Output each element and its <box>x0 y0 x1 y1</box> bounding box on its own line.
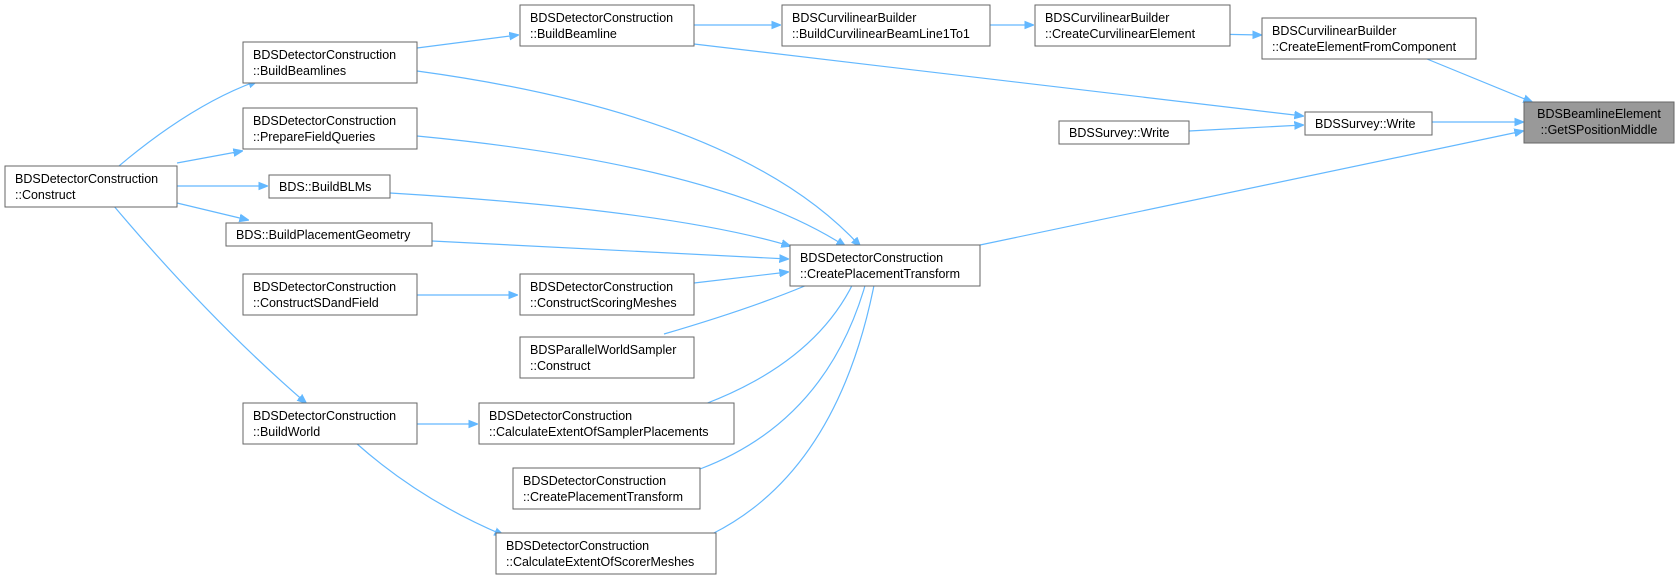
edge-createPlacementTransform-to-focus <box>979 131 1523 246</box>
edge-createElementFromComponent-to-focus <box>1426 58 1532 102</box>
edge-construct-to-prepareFieldQueries <box>176 151 242 164</box>
edge-buildBeamlines-to-createPlacementTransform <box>416 70 860 246</box>
node-buildBeamlines-line2: ::BuildBeamlines <box>253 64 346 78</box>
edge-buildBLMs-to-createPlacementTransform <box>389 192 790 246</box>
node-parallelWorldSamplerConstruct-line1: BDSParallelWorldSampler <box>530 343 676 357</box>
node-calculateExtentOfSamplerPlacements-line2: ::CalculateExtentOfSamplerPlacements <box>489 425 709 439</box>
node-buildPlacementGeometry[interactable]: BDS::BuildPlacementGeometry <box>225 222 433 247</box>
edge-buildBeamlines-to-buildBeamline <box>416 35 518 49</box>
node-construct-line1: BDSDetectorConstruction <box>15 172 158 186</box>
node-buildCurvilinearBeamLine1To1-line1: BDSCurvilinearBuilder <box>792 11 916 25</box>
node-buildWorld[interactable]: BDSDetectorConstruction ::BuildWorld <box>242 402 418 445</box>
node-prepareFieldQueries-line1: BDSDetectorConstruction <box>253 114 396 128</box>
node-buildBeamlines-line1: BDSDetectorConstruction <box>253 48 396 62</box>
edge-calculateExtentOfSamplerPlacements-to-createPlacementTransform <box>704 275 857 405</box>
node-surveyWrite-other[interactable]: BDSSurvey::Write <box>1058 120 1190 145</box>
node-createElementFromComponent[interactable]: BDSCurvilinearBuilder ::CreateElementFro… <box>1261 17 1477 60</box>
edge-buildBeamline-to-surveyWrite <box>693 43 1303 116</box>
node-calculateExtentOfScorerMeshes-line1: BDSDetectorConstruction <box>506 539 649 553</box>
node-buildBeamline[interactable]: BDSDetectorConstruction ::BuildBeamline <box>519 4 695 47</box>
edge-createPlacementTransformSelf-to-createPlacementTransform <box>699 275 868 470</box>
node-buildBeamline-line2: ::BuildBeamline <box>530 27 617 41</box>
node-buildBLMs[interactable]: BDS::BuildBLMs <box>268 174 391 199</box>
node-constructScoringMeshes[interactable]: BDSDetectorConstruction ::ConstructScori… <box>519 273 695 316</box>
node-createCurvilinearElement[interactable]: BDSCurvilinearBuilder ::CreateCurvilinea… <box>1034 4 1231 47</box>
node-parallelWorldSamplerConstruct-line2: ::Construct <box>530 359 591 373</box>
node-prepareFieldQueries-line2: ::PrepareFieldQueries <box>253 130 375 144</box>
node-buildPlacementGeometry-label: BDS::BuildPlacementGeometry <box>236 228 411 242</box>
node-construct[interactable]: BDSDetectorConstruction ::Construct <box>4 165 178 208</box>
edge-constructScoringMeshes-to-createPlacementTransform <box>693 272 788 284</box>
node-constructSDandField-line2: ::ConstructSDandField <box>253 296 379 310</box>
node-buildCurvilinearBeamLine1To1[interactable]: BDSCurvilinearBuilder ::BuildCurvilinear… <box>781 4 991 47</box>
edge-surveyWriteOther-to-surveyWrite <box>1188 125 1303 132</box>
node-calculateExtentOfSamplerPlacements-line1: BDSDetectorConstruction <box>489 409 632 423</box>
node-buildWorld-line2: ::BuildWorld <box>253 425 320 439</box>
node-createPlacementTransform-self-line2: ::CreatePlacementTransform <box>523 490 683 504</box>
node-createPlacementTransform-main[interactable]: BDSDetectorConstruction ::CreatePlacemen… <box>789 244 981 287</box>
node-parallelWorldSamplerConstruct[interactable]: BDSParallelWorldSampler ::Construct <box>519 336 695 379</box>
node-createPlacementTransform-self-line1: BDSDetectorConstruction <box>523 474 666 488</box>
node-buildWorld-line1: BDSDetectorConstruction <box>253 409 396 423</box>
node-surveyWrite-other-label: BDSSurvey::Write <box>1069 126 1170 140</box>
edge-construct-to-buildPlacementGeometry <box>176 202 248 220</box>
node-buildBeamline-line1: BDSDetectorConstruction <box>530 11 673 25</box>
node-getSPositionMiddle-line1: BDSBeamlineElement <box>1537 107 1661 121</box>
edge-buildWorld-to-calculateExtentOfScorerMeshes <box>355 442 503 535</box>
node-buildCurvilinearBeamLine1To1-line2: ::BuildCurvilinearBeamLine1To1 <box>792 27 970 41</box>
edge-construct-to-buildBeamlines <box>112 81 257 172</box>
node-getSPositionMiddle[interactable]: BDSBeamlineElement ::GetSPositionMiddle <box>1523 101 1675 144</box>
edges <box>112 25 1532 535</box>
edge-prepareFieldQueries-to-createPlacementTransform <box>416 135 845 246</box>
node-getSPositionMiddle-line2: ::GetSPositionMiddle <box>1541 123 1658 137</box>
node-constructSDandField[interactable]: BDSDetectorConstruction ::ConstructSDand… <box>242 273 418 316</box>
node-constructSDandField-line1: BDSDetectorConstruction <box>253 280 396 294</box>
node-surveyWrite-main[interactable]: BDSSurvey::Write <box>1304 111 1433 136</box>
node-createElementFromComponent-line1: BDSCurvilinearBuilder <box>1272 24 1396 38</box>
edge-buildPlacementGeometry-to-createPlacementTransform <box>431 240 788 259</box>
node-createCurvilinearElement-line2: ::CreateCurvilinearElement <box>1045 27 1196 41</box>
node-createPlacementTransform-main-line1: BDSDetectorConstruction <box>800 251 943 265</box>
node-calculateExtentOfScorerMeshes-line2: ::CalculateExtentOfScorerMeshes <box>506 555 694 569</box>
node-prepareFieldQueries[interactable]: BDSDetectorConstruction ::PrepareFieldQu… <box>242 107 418 150</box>
edge-calculateExtentOfScorerMeshes-to-createPlacementTransform <box>711 275 876 535</box>
node-createElementFromComponent-line2: ::CreateElementFromComponent <box>1272 40 1457 54</box>
node-createCurvilinearElement-line1: BDSCurvilinearBuilder <box>1045 11 1169 25</box>
node-constructScoringMeshes-line1: BDSDetectorConstruction <box>530 280 673 294</box>
node-createPlacementTransform-self[interactable]: BDSDetectorConstruction ::CreatePlacemen… <box>512 467 701 510</box>
node-createPlacementTransform-main-line2: ::CreatePlacementTransform <box>800 267 960 281</box>
node-calculateExtentOfScorerMeshes[interactable]: BDSDetectorConstruction ::CalculateExten… <box>495 532 717 575</box>
edge-construct-to-buildWorld <box>112 204 306 403</box>
node-constructScoringMeshes-line2: ::ConstructScoringMeshes <box>530 296 677 310</box>
node-surveyWrite-main-label: BDSSurvey::Write <box>1315 117 1416 131</box>
node-construct-line2: ::Construct <box>15 188 76 202</box>
node-buildBeamlines[interactable]: BDSDetectorConstruction ::BuildBeamlines <box>242 41 418 84</box>
node-buildBLMs-label: BDS::BuildBLMs <box>279 180 371 194</box>
node-calculateExtentOfSamplerPlacements[interactable]: BDSDetectorConstruction ::CalculateExten… <box>478 402 735 445</box>
